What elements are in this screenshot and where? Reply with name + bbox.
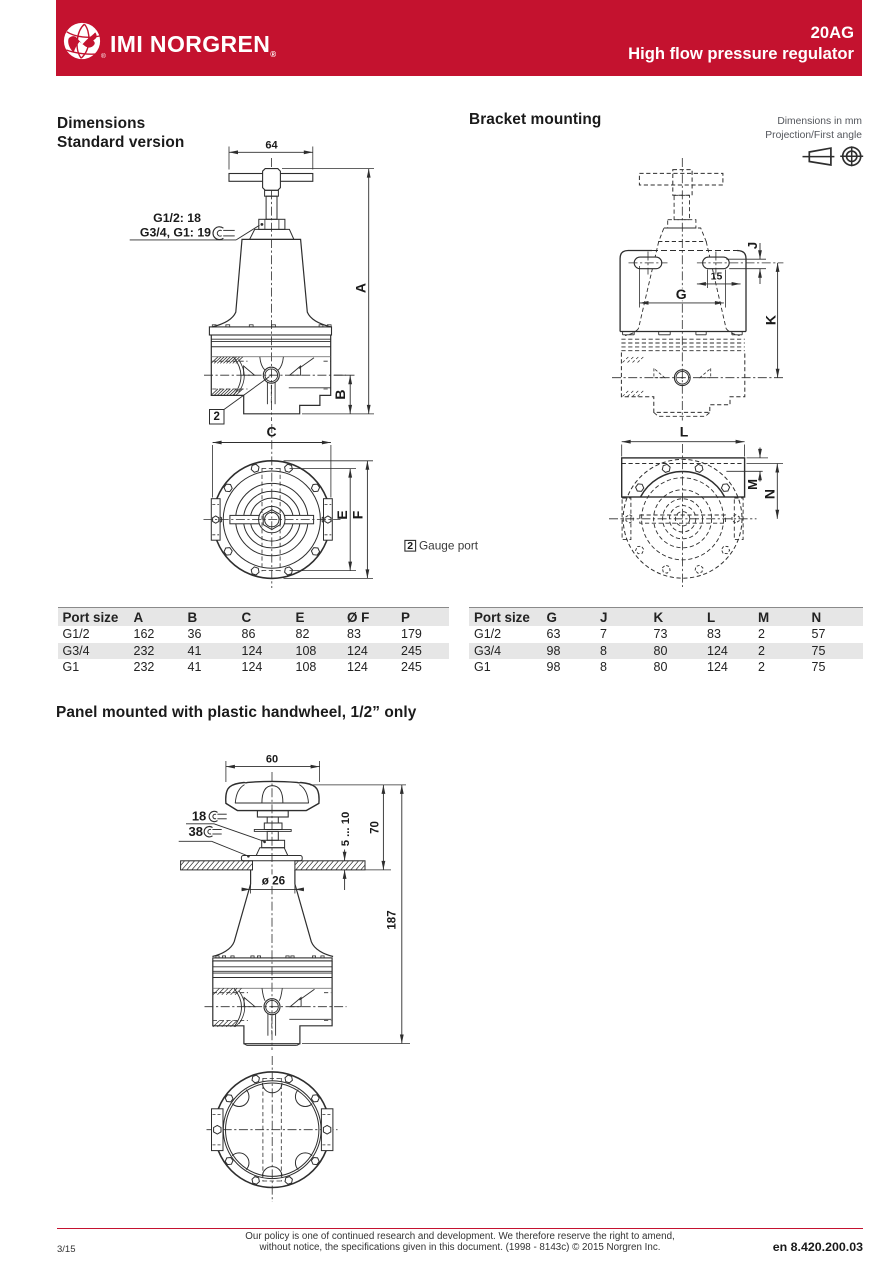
- svg-text:38: 38: [189, 824, 203, 839]
- svg-text:E: E: [334, 510, 350, 519]
- svg-text:2: 2: [407, 540, 413, 552]
- svg-text:Gauge port: Gauge port: [419, 539, 479, 553]
- svg-text:G1/2: 18: G1/2: 18: [153, 211, 201, 225]
- svg-text:187: 187: [386, 910, 398, 929]
- svg-text:M: M: [745, 479, 760, 490]
- svg-text:N: N: [761, 489, 777, 499]
- svg-text:70: 70: [369, 821, 381, 834]
- svg-text:5 ... 10: 5 ... 10: [340, 812, 352, 847]
- svg-text:ø 26: ø 26: [262, 874, 286, 887]
- svg-text:®: ®: [101, 52, 106, 60]
- svg-text:64: 64: [265, 140, 278, 152]
- svg-text:G: G: [676, 286, 687, 302]
- svg-text:2: 2: [213, 411, 219, 423]
- svg-text:15: 15: [711, 270, 723, 282]
- svg-text:F: F: [350, 510, 366, 519]
- svg-text:G3/4, G1: 19: G3/4, G1: 19: [140, 226, 211, 240]
- svg-text:A: A: [352, 283, 368, 293]
- svg-text:60: 60: [266, 753, 278, 765]
- svg-text:18: 18: [192, 808, 206, 823]
- svg-text:B: B: [332, 389, 348, 399]
- svg-text:L: L: [680, 423, 689, 439]
- svg-text:K: K: [763, 315, 779, 325]
- svg-text:J: J: [745, 242, 760, 249]
